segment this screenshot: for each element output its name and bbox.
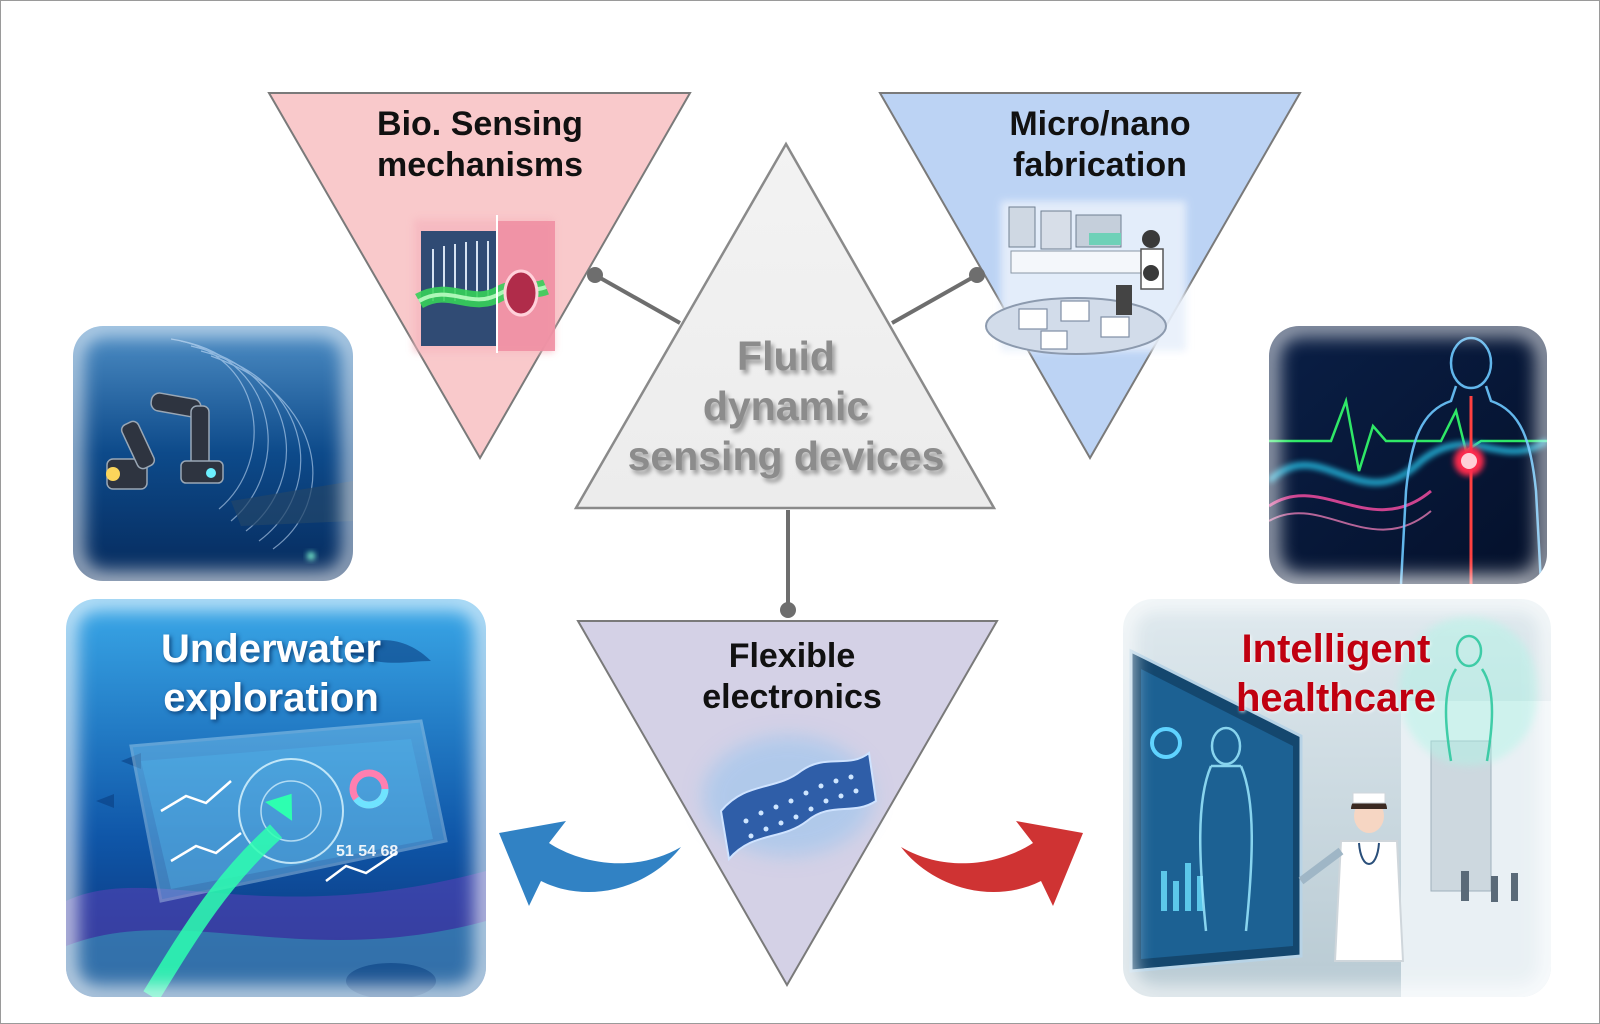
connector-lines <box>587 267 985 618</box>
bio-sensing-illustration-icon <box>414 215 555 353</box>
hospital-scene-illustration <box>1123 599 1551 997</box>
microfabrication-lab-illustration-icon <box>985 201 1186 355</box>
human-body-heart-icon <box>1269 326 1547 584</box>
center-triangle <box>573 141 997 510</box>
right-curved-arrow <box>901 821 1083 906</box>
left-curved-arrow <box>499 821 681 906</box>
underwater-dashboard-illustration: 51 54 68 <box>66 599 486 997</box>
underwater-robot-arm-icon <box>73 326 353 581</box>
flexible-electronics-chip-icon <box>703 736 878 862</box>
svg-text:51 54 68: 51 54 68 <box>336 843 398 860</box>
